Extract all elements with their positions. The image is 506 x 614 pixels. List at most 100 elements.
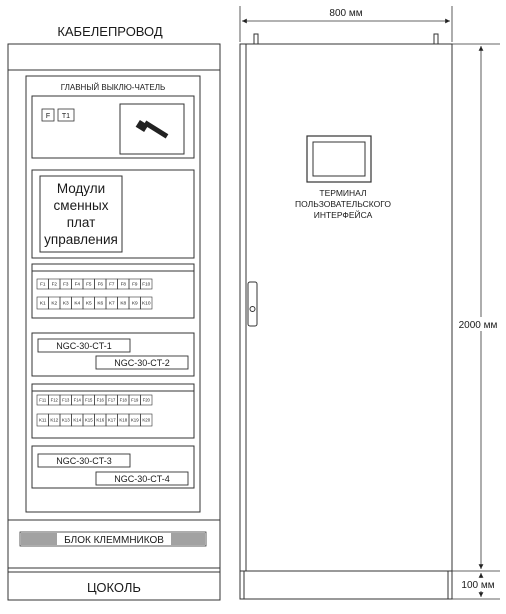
fuse-label: F6 [98,282,104,287]
switch-handle-box [119,103,185,155]
relay-label: K16 [96,418,104,423]
card-panel-2 [31,445,195,489]
switch-tags: F T1 [41,108,75,122]
relay-label: K6 [97,301,103,307]
main-switch-label: ГЛАВНЫЙ ВЫКЛЮ-ЧАТЕЛЬ [61,83,165,92]
cable-duct [7,43,221,71]
relay-label: K15 [85,418,93,423]
fuse-cell [140,394,153,406]
relay-label: K5 [86,301,92,307]
hmi-screen-inner [312,141,366,177]
control-module-line-3: плат [67,215,96,230]
fuse-label: F16 [97,397,105,402]
hmi-line-2: ПОЛЬЗОВАТЕЛЬСКОГО [295,199,391,209]
side-plinth [239,570,453,600]
fuse-label: F18 [120,397,128,402]
relay-label: K14 [73,418,81,423]
height-dimension [452,43,500,600]
relay-label: K19 [131,418,139,423]
control-module-line-4: управления [44,232,118,247]
control-module-line-2: сменных [54,198,109,213]
fuse-label: F5 [86,282,92,287]
card-panel-1 [31,332,195,377]
fuse-row-1: F1 F2 F3 F4 F5 F6 F7 F8 F9 F10 [36,278,153,290]
relay-panel-2 [31,383,195,439]
hmi-line-3: ИНТЕРФЕЙСА [314,209,373,220]
terminal-block-label: БЛОК КЛЕММНИКОВ [64,535,164,546]
card-labels [37,338,189,486]
card-ct2: NGC-30-CT-2 [114,358,170,368]
fuse-label: F2 [52,282,58,287]
relay-label: K4 [74,301,80,307]
hmi-line-1: ТЕРМИНАЛ [319,188,366,198]
relay-label: K10 [142,301,151,307]
fuse-label: F1 [40,282,46,287]
fuse-label: F4 [75,282,81,287]
plinth-label: ЦОКОЛЬ [87,580,141,595]
fuse-cell [140,278,153,290]
relay-label: K13 [62,418,70,423]
fuse-label: F3 [63,282,69,287]
cable-duct-label: КАБЕЛЕПРОВОД [57,24,163,39]
relay-label: K3 [63,301,69,307]
main-switch-panel [31,95,195,159]
card-ct1: NGC-30-CT-1 [56,341,112,351]
switch-tag-f: F [46,113,50,120]
fuse-label: F9 [132,282,138,287]
side-view [239,33,453,600]
relay-label: K8 [120,301,126,307]
card-ct4: NGC-30-CT-4 [114,474,170,484]
relay-cell [140,296,153,310]
relay-cell [140,413,153,427]
fuse-label: F20 [143,397,151,402]
front-cabinet-outline [7,43,221,601]
relay-label: K12 [50,418,58,423]
relay-row-1: K1 K2 K3 K4 K5 K6 K7 K8 K9 K10 [36,296,153,310]
fuse-label: F13 [62,397,70,402]
front-view [7,43,221,601]
width-dimension-label: 800 мм [329,8,362,19]
height-dimension-label: 2000 мм [459,320,498,331]
side-cabinet-outline [239,43,453,572]
fuse-label: F12 [51,397,59,402]
fuse-label: F14 [74,397,82,402]
control-module-line-1: Модули [57,181,105,196]
switch-tag-t1: T1 [62,113,70,120]
relay-label: K11 [39,418,47,423]
fuse-label: F15 [85,397,93,402]
relay-label: K17 [108,418,116,423]
lifting-eye-left [253,33,259,45]
switch-handle-icon [135,119,169,139]
fuse-label: F10 [142,282,150,287]
relay-label: K9 [132,301,138,307]
fuse-label: F7 [109,282,115,287]
card-ct3: NGC-30-CT-3 [56,456,112,466]
control-module-box [39,175,123,253]
relay-label: K1 [40,301,46,307]
door-handle [247,281,258,327]
relay-label: K2 [51,301,57,307]
relay-label: K20 [142,418,150,423]
terminal-hatch-left [21,533,57,545]
plinth-dimension-label: 100 мм [461,580,494,591]
door-frame [25,75,201,513]
terminal-hatch-right [171,533,205,545]
control-module-text: Модули сменных плат управления [44,181,118,247]
fuse-label: F19 [131,397,139,402]
relay-label: K7 [109,301,115,307]
plinth [7,571,221,601]
lifting-eye-right [433,33,439,45]
width-dimension [239,6,453,42]
control-module-panel [31,169,195,259]
hmi-screen-outer [306,135,372,183]
hmi-text: ТЕРМИНАЛ ПОЛЬЗОВАТЕЛЬСКОГО ИНТЕРФЕЙСА [295,188,391,220]
relay-panel-1 [31,263,195,319]
fuse-label: F17 [108,397,116,402]
fuse-label: F8 [121,282,127,287]
relay-label: K18 [119,418,127,423]
fuse-label: F11 [39,397,47,402]
